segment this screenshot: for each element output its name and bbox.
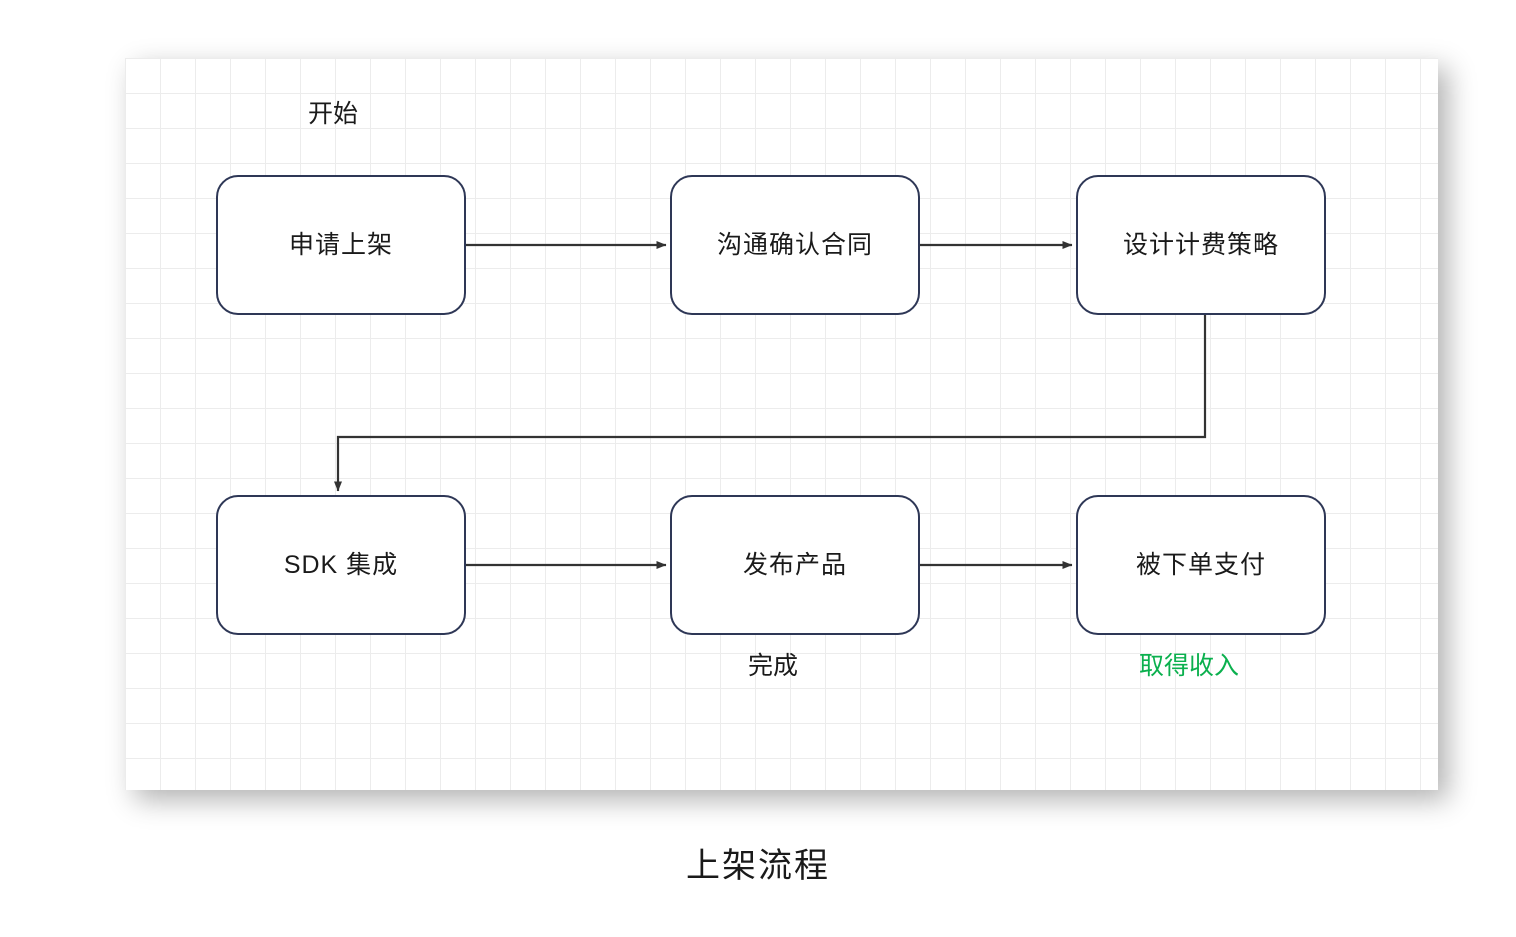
node-publish-label: 发布产品	[742, 550, 847, 579]
node-pricing-label: 设计计费策略	[1122, 230, 1279, 259]
diagram-canvas[interactable]: 申请上架 沟通确认合同 设计计费策略 SDK 集成 发布产品 被下单支付 开始 …	[125, 58, 1438, 790]
connector-layer	[334, 241, 1207, 569]
node-apply-label: 申请上架	[288, 230, 393, 259]
node-paid[interactable]: 被下单支付	[1076, 495, 1326, 635]
node-sdk-label: SDK 集成	[283, 550, 399, 579]
node-apply[interactable]: 申请上架	[216, 175, 466, 315]
node-pricing[interactable]: 设计计费策略	[1076, 175, 1326, 315]
node-contract[interactable]: 沟通确认合同	[670, 175, 920, 315]
annotation-start: 开始	[308, 100, 359, 128]
node-paid-label: 被下单支付	[1135, 550, 1266, 579]
annotation-done: 完成	[748, 652, 799, 680]
node-sdk[interactable]: SDK 集成	[216, 495, 466, 635]
edge-pricing-to-sdk	[334, 315, 1207, 492]
node-contract-label: 沟通确认合同	[716, 230, 873, 259]
node-publish[interactable]: 发布产品	[670, 495, 920, 635]
diagram-caption: 上架流程	[686, 847, 830, 885]
annotation-income: 取得收入	[1139, 652, 1240, 680]
